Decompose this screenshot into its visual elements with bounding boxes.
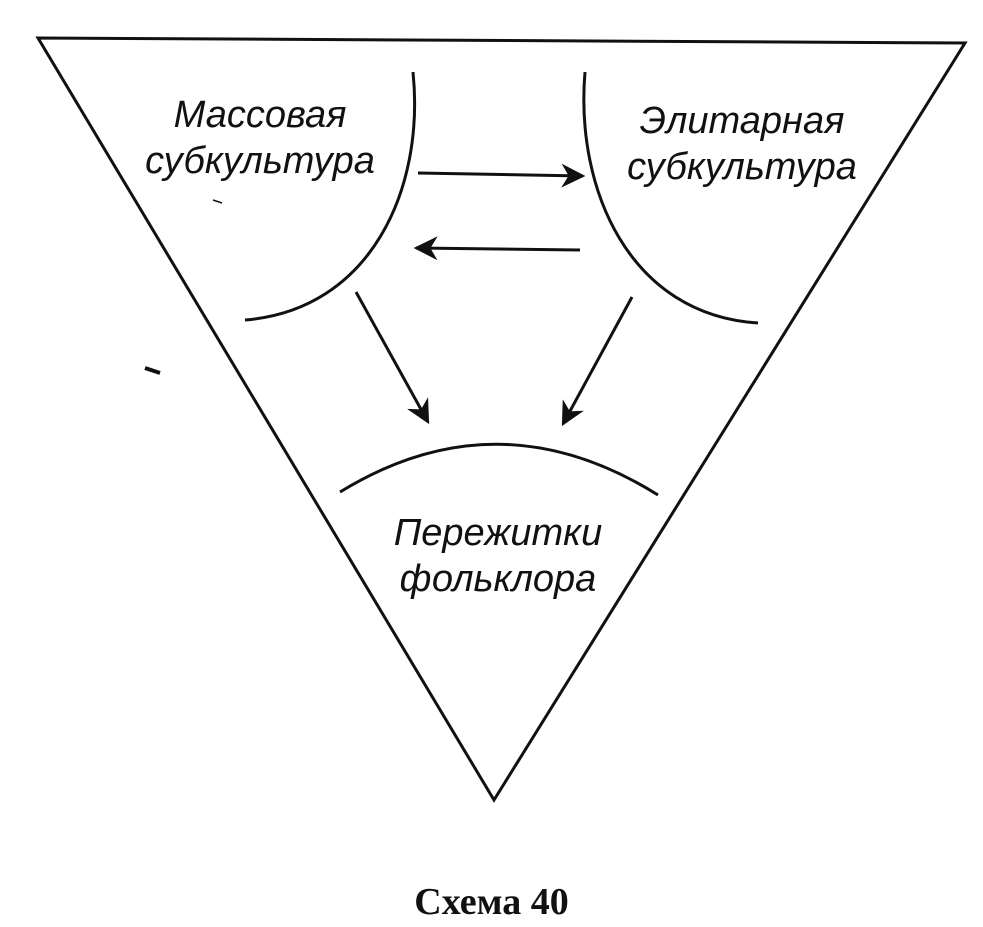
node-elite-line1: Элитарная xyxy=(639,100,845,142)
node-mass-line2: субкультура xyxy=(145,140,375,182)
figure-caption: Схема 40 xyxy=(414,881,569,923)
edge-elite-to-folk xyxy=(561,296,634,427)
edge-mass-to-folk xyxy=(354,291,430,425)
node-mass-subculture: Массовая субкультура xyxy=(130,92,390,184)
scan-mark xyxy=(144,366,161,375)
elite-boundary-arc xyxy=(582,71,759,325)
node-folk-line2: фольклора xyxy=(399,558,597,600)
edge-elite-to-mass xyxy=(413,236,581,261)
scan-mark xyxy=(212,199,223,204)
node-mass-line1: Массовая xyxy=(173,94,347,136)
node-elite-line2: субкультура xyxy=(627,146,857,188)
node-folklore-remnants: Пережитки фольклора xyxy=(368,510,628,602)
mass-boundary-arc xyxy=(244,71,417,322)
edge-mass-to-elite xyxy=(417,163,586,188)
node-folk-line1: Пережитки xyxy=(393,512,603,554)
node-elite-subculture: Элитарная субкультура xyxy=(612,98,872,190)
folk-boundary-arc xyxy=(339,442,659,497)
outer-triangle xyxy=(35,36,968,803)
